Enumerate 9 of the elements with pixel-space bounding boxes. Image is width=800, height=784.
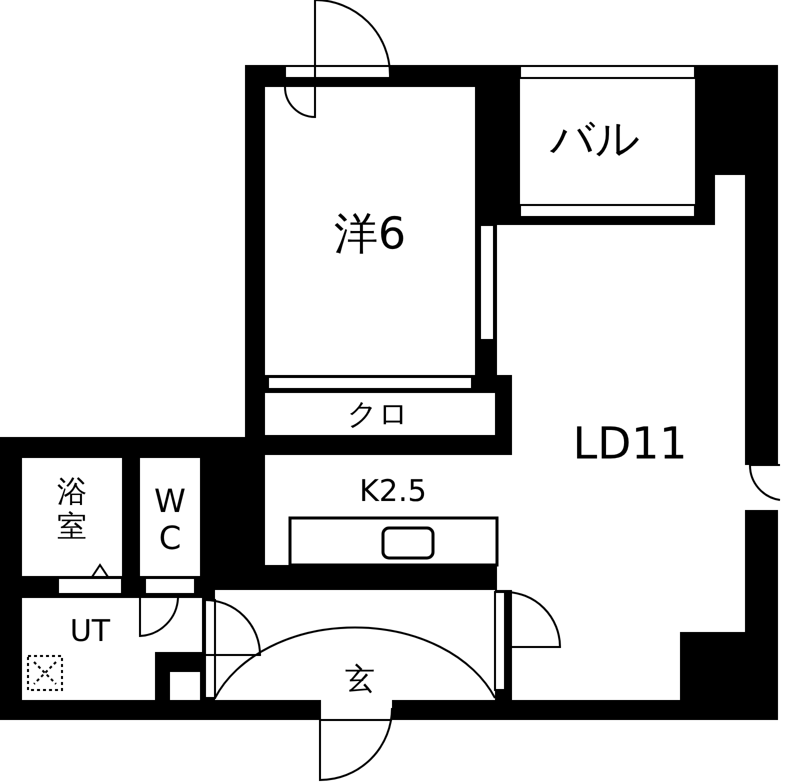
- room-label: 洋6: [334, 210, 406, 260]
- room-label: 浴室: [56, 476, 88, 544]
- room-label: WC: [153, 483, 187, 557]
- room-label: UT: [70, 614, 110, 650]
- room-label: バル: [550, 114, 640, 166]
- room-label: 玄: [345, 662, 375, 698]
- room-label: LD11: [572, 420, 688, 470]
- room-label: K2.5: [359, 474, 427, 510]
- room-label: クロ: [347, 398, 409, 432]
